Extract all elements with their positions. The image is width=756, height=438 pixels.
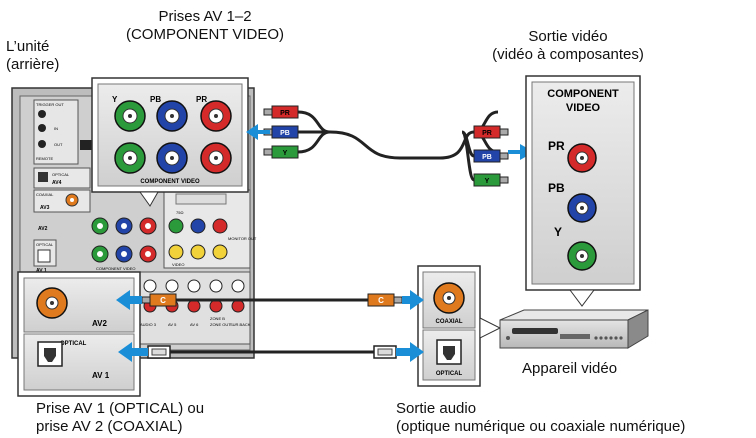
av-jacks-caption: Prise AV 1 (OPTICAL) ou prise AV 2 (COAX… — [36, 400, 204, 436]
back-label-av1: AV 1 — [36, 268, 47, 274]
av-jacks-caption-line1: Prise AV 1 (OPTICAL) ou — [36, 400, 205, 417]
video-out-caption-line1: Sortie vidéo — [528, 28, 608, 45]
back-label-av5: AV 5 — [168, 322, 177, 327]
bottom-audio-row: AUDIO 3 AV 5 AV 6 ZONE B ZONE OUT SUR.BA… — [139, 271, 251, 345]
unit-caption-line2: (arrière) — [6, 56, 60, 73]
back-label-zone-out: ZONE OUT — [210, 322, 231, 327]
back-label-av2: AV2 — [38, 226, 48, 232]
device-optical-jack — [436, 339, 462, 365]
disc-tray — [512, 328, 558, 334]
zoom-label-pb: PB — [150, 95, 161, 104]
device-coax-label: COAXIAL — [436, 319, 463, 325]
audio-out-caption-line1: Sortie audio — [396, 400, 477, 417]
zoom-label-y: Y — [112, 95, 118, 104]
zoom-pointer — [139, 191, 159, 207]
device-label-pr: PR — [548, 139, 565, 153]
back-label-trigger: TRIGGER OUT — [36, 102, 64, 107]
zoom-panel-label: COMPONENT VIDEO — [140, 179, 200, 185]
component-cable: PR PB Y PR PB Y — [263, 105, 509, 187]
back-label-component-video: COMPONENT VIDEO — [96, 266, 136, 271]
receiver-audio-zoom: AV2 OPTICAL AV 1 — [17, 271, 141, 397]
video-device — [499, 309, 649, 349]
back-label-av6: AV 6 — [190, 322, 199, 327]
cable-plug-right-pr: PR — [473, 125, 509, 139]
av12-caption-line1: Prises AV 1–2 — [158, 8, 252, 25]
device-audio-panel: COAXIAL OPTICAL — [417, 265, 502, 387]
back-label-coaxial: COAXIAL — [36, 192, 54, 197]
audio-out-caption: Sortie audio (optique numérique ou coaxi… — [396, 400, 685, 436]
back-label-video: VIDEO — [172, 262, 184, 267]
zoom-label-pr: PR — [196, 95, 207, 104]
back-label-sur-back: SUR.BACK — [230, 322, 251, 327]
cable-plug-right-pb: PB — [473, 149, 509, 163]
arrow-from-device-optical — [396, 342, 424, 362]
arrow-to-receiver-video — [246, 124, 270, 140]
arrow-to-receiver-coax — [116, 290, 142, 310]
unit-caption-line1: L’unité — [6, 38, 50, 55]
back-label-av3: AV3 — [40, 205, 50, 211]
plug-label-left-pb: PB — [280, 130, 290, 137]
zoom-jacks-row2 — [114, 142, 232, 174]
arrow-from-device-coax — [402, 290, 424, 310]
video-device-caption: Appareil vidéo — [522, 360, 618, 377]
av12-caption: Prises AV 1–2 (COMPONENT VIDEO) — [100, 8, 310, 44]
coaxial-cable: C C — [141, 293, 403, 307]
device-label-pb: PB — [548, 181, 565, 195]
audio-out-caption-line2: (optique numérique ou coaxiale numérique… — [396, 418, 686, 435]
device-panel-title-1: COMPONENT — [547, 88, 619, 100]
hdmi-port — [80, 140, 94, 150]
back-label-zone-b: ZONE B — [210, 316, 225, 321]
cable-plug-left-pr: PR — [263, 105, 299, 119]
plug-label-right-y: Y — [485, 178, 490, 185]
coax-plug-left-label: C — [160, 296, 166, 305]
monitor-video-block: 75Ω MONITOR OUT VIDEO — [163, 189, 257, 269]
coax-plug-right-label: C — [378, 296, 384, 305]
back-label-remote: REMOTE — [36, 156, 53, 161]
back-label-75ohm: 75Ω — [176, 210, 183, 215]
av4-block: OPTICAL AV4 — [33, 167, 91, 189]
plug-label-left-y: Y — [283, 150, 288, 157]
plug-label-right-pr: PR — [482, 130, 492, 137]
cable-plug-left-y: Y — [263, 145, 299, 159]
av2-row: AV2 — [38, 217, 157, 235]
back-label-optical-av4: OPTICAL — [52, 172, 70, 177]
receiver-coax-label: AV2 — [92, 319, 108, 328]
arrow-to-receiver-optical — [118, 342, 148, 362]
device-panel-title-2: VIDEO — [566, 102, 601, 114]
receiver-av1-label: AV 1 — [92, 371, 110, 380]
device-component-panel: COMPONENT VIDEO PR PB Y — [525, 75, 641, 307]
device-optical-label: OPTICAL — [436, 371, 463, 377]
zoom-jacks-row1 — [114, 100, 232, 132]
trigger-remote-block: TRIGGER OUT IN OUT REMOTE — [33, 99, 79, 165]
back-label-av4: AV4 — [52, 180, 62, 186]
plug-label-right-pb: PB — [482, 154, 492, 161]
back-label-in: IN — [54, 126, 58, 131]
unit-caption: L’unité (arrière) — [6, 38, 59, 74]
optical-cable — [147, 345, 397, 359]
back-label-monitor-out: MONITOR OUT — [228, 236, 257, 241]
av1-row: OPTICAL AV 1 COMPONENT VIDEO — [33, 239, 157, 274]
back-label-out: OUT — [54, 142, 63, 147]
receiver-optical-label: OPTICAL — [60, 341, 87, 347]
plug-label-left-pr: PR — [280, 110, 290, 117]
video-out-caption-line2: (vidéo à composantes) — [492, 46, 644, 63]
back-label-audio3: AUDIO 3 — [140, 322, 157, 327]
receiver-component-zoom: Y PB PR COMPONENT VIDEO — [91, 77, 249, 207]
cable-plug-right-y: Y — [473, 173, 509, 187]
av-jacks-caption-line2: prise AV 2 (COAXIAL) — [36, 418, 183, 435]
back-label-optical-av1: OPTICAL — [36, 242, 54, 247]
device-panel-pointer — [569, 289, 595, 307]
arrow-from-device-video — [508, 144, 534, 160]
video-out-caption: Sortie vidéo (vidéo à composantes) — [448, 28, 688, 64]
av12-caption-line2: (COMPONENT VIDEO) — [125, 26, 285, 43]
av3-block: COAXIAL AV3 — [33, 189, 91, 213]
device-audio-pointer — [479, 317, 502, 339]
device-label-y: Y — [554, 225, 562, 239]
